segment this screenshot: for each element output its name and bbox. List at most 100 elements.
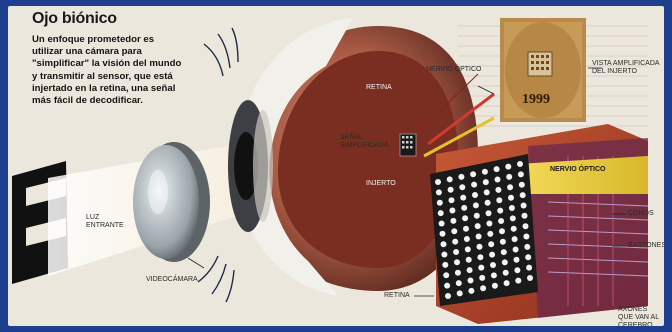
chip-year: 1999 — [522, 96, 550, 104]
electrode-dot — [453, 249, 459, 255]
label-injerto: INJERTO — [366, 180, 396, 188]
electrode-dot — [452, 239, 458, 245]
label-vista-ampliada: VISTA AMPLIFICADA DEL INJERTO — [592, 60, 662, 76]
electrode-dot — [505, 164, 511, 170]
electrode-dot — [466, 257, 472, 263]
electrode-dot — [514, 257, 520, 263]
electrode-dot — [513, 247, 519, 253]
electrode-dot — [440, 231, 446, 237]
electrode-dot — [512, 236, 518, 242]
electrode-dot — [484, 189, 490, 195]
electrode-dot — [524, 244, 530, 250]
electrode-dot — [511, 226, 517, 232]
electrode-dot — [456, 280, 462, 286]
label-retina-top: RETINA — [366, 84, 392, 92]
electrode-dot — [442, 262, 448, 268]
electrode-dot — [459, 184, 465, 190]
electrode-dot — [455, 270, 461, 276]
electrode-dot — [510, 215, 516, 221]
electrode-dot — [503, 270, 509, 276]
electrode-dot — [441, 241, 447, 247]
electrode-dot — [436, 189, 442, 195]
label-nervio-optico-top: NERVIO ÓPTICO — [426, 66, 486, 74]
electrode-array-chip — [430, 154, 538, 306]
electrode-dot — [449, 208, 455, 214]
electrode-dot — [517, 161, 523, 167]
label-nervio-optico-right: NERVIO ÓPTICO — [550, 166, 606, 174]
injerto-implant-icon — [400, 134, 416, 156]
videocamera-icon — [133, 142, 210, 262]
electrode-dot — [521, 203, 527, 209]
electrode-dot — [467, 267, 473, 273]
electrode-dot — [494, 166, 500, 172]
electrode-dot — [497, 208, 503, 214]
electrode-dot — [495, 177, 501, 183]
electrode-dot — [506, 174, 512, 180]
electrode-dot — [491, 272, 497, 278]
electrode-dot — [445, 293, 451, 299]
electrode-dot — [520, 192, 526, 198]
electrode-dot — [450, 218, 456, 224]
electrode-dot — [439, 221, 445, 227]
electrode-dot — [451, 228, 457, 234]
electrode-dot — [476, 234, 482, 240]
electrode-dot — [464, 236, 470, 242]
electrode-dot — [468, 288, 474, 294]
electrode-dot — [435, 179, 441, 185]
electrode-dot — [519, 182, 525, 188]
electrode-dot — [471, 182, 477, 188]
electrode-dot — [487, 231, 493, 237]
electrode-dot — [473, 202, 479, 208]
electrode-dot — [486, 210, 492, 216]
electrode-dot — [485, 200, 491, 206]
electrode-dot — [465, 246, 471, 252]
electrode-dot — [454, 259, 460, 265]
electrode-dot — [527, 275, 533, 281]
label-luz-entrante: LUZ ENTRANTE — [86, 214, 126, 230]
electrode-dot — [502, 259, 508, 265]
label-conos: CONOS — [628, 210, 654, 218]
electrode-dot — [443, 272, 449, 278]
electrode-dot — [479, 275, 485, 281]
electrode-dot — [482, 169, 488, 175]
electrode-dot — [437, 200, 443, 206]
electrode-dot — [480, 285, 486, 291]
electrode-dot — [468, 278, 474, 284]
electrode-dot — [475, 223, 481, 229]
electrode-dot — [449, 197, 455, 203]
electrode-dot — [499, 228, 505, 234]
intro-paragraph: Un enfoque prometedor es utilizar una cá… — [32, 34, 182, 107]
electrode-dot — [488, 241, 494, 247]
label-axones: AXONES QUE VAN AL CEREBRO — [618, 306, 664, 326]
electrode-dot — [518, 171, 524, 177]
electrode-dot — [472, 192, 478, 198]
electrode-dot — [474, 213, 480, 219]
label-senal-simplificada: SEÑAL SIMPLIFICADA — [340, 134, 388, 150]
electrode-dot — [470, 171, 476, 177]
electrode-dot — [461, 205, 467, 211]
electrode-dot — [441, 252, 447, 258]
electrode-dot — [523, 234, 529, 240]
electrode-dot — [515, 278, 521, 284]
electrode-dot — [496, 197, 502, 203]
label-bastones: BASTONES — [628, 242, 664, 250]
electrode-dot — [483, 179, 489, 185]
electrode-dot — [460, 195, 466, 201]
diagram-page: Ojo biónico Un enfoque prometedor es uti… — [8, 6, 664, 326]
electrode-dot — [438, 210, 444, 216]
electrode-dot — [509, 205, 515, 211]
electrode-dot — [490, 262, 496, 268]
electrode-dot — [508, 195, 514, 201]
electrode-dot — [477, 254, 483, 260]
electrode-dot — [457, 290, 463, 296]
electrode-dot — [526, 265, 532, 271]
electrode-dot — [463, 226, 469, 232]
electrode-dot — [478, 265, 484, 271]
electrode-dot — [444, 283, 450, 289]
electrode-dot — [458, 174, 464, 180]
electrode-dot — [500, 239, 506, 245]
electrode-dot — [507, 184, 513, 190]
electrode-dot — [448, 187, 454, 193]
electrode-dot — [489, 252, 495, 258]
